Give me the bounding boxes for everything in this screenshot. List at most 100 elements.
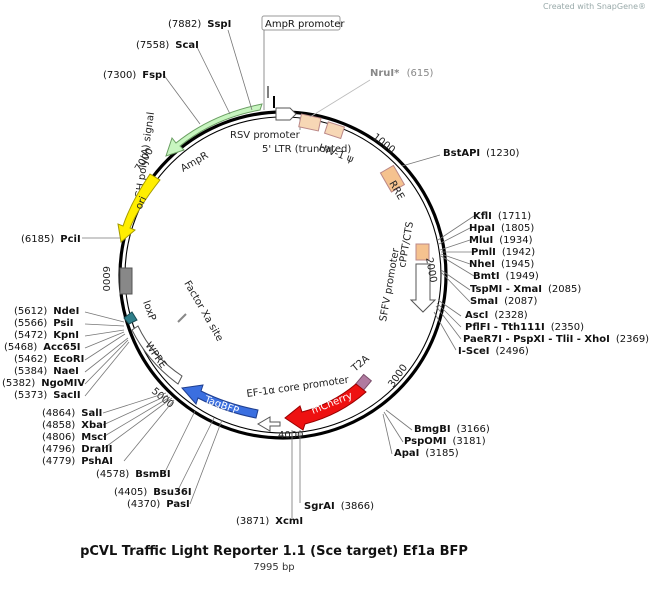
mlui-pos: (1934) — [499, 235, 532, 246]
svg-text:BmgBI(3166): BmgBI(3166) — [414, 424, 490, 435]
paer7i-name: PaeR7I - PspXI - TliI - XhoI — [463, 334, 610, 345]
ampr-promoter-box: AmpR promoter — [261, 15, 345, 110]
svg-text:(4779)PshAI: (4779)PshAI — [42, 456, 113, 467]
enzyme-nrui: NruI* (615) — [309, 68, 434, 118]
fspi-name: FspI — [142, 70, 166, 81]
enzyme-bstapi: BstAPI(1230) — [401, 148, 520, 167]
nhei-pos: (1945) — [501, 259, 534, 270]
svg-text:BstAPI(1230): BstAPI(1230) — [443, 148, 520, 159]
draiii-name: DraIII — [81, 444, 112, 455]
bmti-pos: (1949) — [506, 271, 539, 282]
svg-text:(5566)PsiI: (5566) PsiI — [14, 318, 74, 329]
cppt-label: cPPT/CTS — [397, 221, 416, 269]
scai-name: ScaI — [175, 40, 199, 51]
svg-text:(7300)FspI: (7300)FspI — [103, 70, 166, 81]
tick-7000: 7000 — [133, 146, 156, 173]
pcii-pos: (6185) — [21, 234, 54, 245]
nrui-pos: (615) — [407, 68, 434, 79]
ampr-label: AmpR — [179, 150, 210, 174]
enzyme-scai: (7558) ScaI — [136, 40, 231, 115]
bstapi-name: BstAPI — [443, 148, 480, 159]
factor-xa-label: Factor Xa site — [181, 279, 225, 343]
xcmi-name: XcmI — [275, 516, 303, 527]
svg-text:(4858)XbaI: (4858) XbaI — [42, 420, 107, 431]
svg-text:AscI(2328): AscI(2328) — [465, 310, 528, 321]
tagbfp-arrow — [181, 384, 259, 419]
svg-text:SgrAI(3866): SgrAI(3866) — [304, 501, 374, 512]
enzyme-pcii: (6185) PciI — [21, 234, 120, 245]
pasi-pos: (4370) — [127, 499, 160, 510]
iscei-name: I-SceI — [458, 346, 490, 357]
svg-text:(3871)XcmI: (3871) XcmI — [236, 516, 303, 527]
kfli-pos: (1711) — [498, 211, 531, 222]
sali-pos: (4864) — [42, 408, 75, 419]
enzyme-cluster-right-4: BmgBI(3166) PspOMI(3181) ApaI(3185) — [382, 409, 490, 459]
sspi-name: SspI — [207, 19, 231, 30]
iscei-pos: (2496) — [496, 346, 529, 357]
svg-text:(4405)Bsu36I: (4405)Bsu36I — [114, 487, 192, 498]
svg-text:(7558)ScaI: (7558) ScaI — [136, 40, 199, 51]
bgh-feature — [119, 267, 133, 295]
ndei-pos: (5612) — [14, 306, 47, 317]
plasmid-length: 7995 bp — [253, 562, 294, 573]
psii-name: PsiI — [53, 318, 73, 329]
svg-text:BmtI(1949): BmtI (1949) — [473, 271, 539, 282]
tick-4000: 4000 — [278, 430, 303, 441]
svg-text:NheI(1945): NheI (1945) — [469, 259, 534, 270]
bsu36i-name: Bsu36I — [153, 487, 191, 498]
kpni-pos: (5472) — [14, 330, 47, 341]
loxp-feature — [123, 311, 138, 325]
svg-text:(5382)NgoMIV: (5382) NgoMIV — [2, 378, 85, 389]
mlui-name: MluI — [469, 235, 493, 246]
xbai-pos: (4858) — [42, 420, 75, 431]
ori-arrow — [117, 173, 161, 243]
pmli-name: PmlI — [471, 247, 496, 258]
svg-text:PflFI - Tth111I(2350): PflFI - Tth111I (2350) — [465, 322, 584, 333]
sffv-label: SFFV promoter — [378, 247, 402, 323]
nrui-name: NruI* — [370, 68, 400, 79]
svg-text:PspOMI(3181): PspOMI(3181) — [404, 436, 486, 447]
scai-pos: (7558) — [136, 40, 169, 51]
bmti-name: BmtI — [473, 271, 500, 282]
enzyme-sspi: (7882)SspI — [168, 19, 253, 111]
svg-text:(6185)PciI: (6185) PciI — [21, 234, 81, 245]
pasi-name: PasI — [166, 499, 189, 510]
smai-pos: (2087) — [504, 296, 537, 307]
svg-text:(5468)Acc65I: (5468)Acc65I — [4, 342, 81, 353]
xbai-name: XbaI — [81, 420, 106, 431]
t2a-label: T2A — [349, 353, 372, 375]
pflfi-pos: (2350) — [551, 322, 584, 333]
pspomi-name: PspOMI — [404, 436, 446, 447]
svg-text:ApaI(3185): ApaI(3185) — [394, 448, 459, 459]
pcii-name: PciI — [60, 234, 80, 245]
kpni-name: KpnI — [53, 330, 79, 341]
tspmi-pos: (2085) — [548, 284, 581, 295]
svg-text:(4806)MscI: (4806)MscI — [42, 432, 107, 443]
tick-1000: 1000 — [370, 132, 397, 156]
asci-name: AscI — [465, 310, 488, 321]
svg-text:(5384)NaeI: (5384)NaeI — [14, 366, 79, 377]
enzyme-cluster-bottom-left: (4864) SalI (4858) XbaI (4806)MscI (4796)D… — [42, 392, 223, 510]
psii-pos: (5566) — [14, 318, 47, 329]
credit-text: Created with SnapGene® — [543, 2, 646, 11]
msci-pos: (4806) — [42, 432, 75, 443]
ngomiv-pos: (5382) — [2, 378, 35, 389]
tspmi-name: TspMI - XmaI — [470, 284, 542, 295]
ampr-promoter-label: AmpR promoter — [265, 19, 345, 30]
pflfi-name: PflFI - Tth111I — [465, 322, 545, 333]
bmgbi-pos: (3166) — [457, 424, 490, 435]
bsmbi-pos: (4578) — [96, 469, 129, 480]
mcherry-arrow — [284, 383, 367, 431]
sali-name: SalI — [81, 408, 102, 419]
bsmbi-name: BsmBI — [135, 469, 170, 480]
apai-pos: (3185) — [425, 448, 458, 459]
naei-pos: (5384) — [14, 366, 47, 377]
svg-text:TspMI - XmaI(2085): TspMI - XmaI (2085) — [470, 284, 581, 295]
ngomiv-name: NgoMIV — [41, 378, 85, 389]
xcmi-pos: (3871) — [236, 516, 269, 527]
svg-text:(5462)EcoRI: (5462)EcoRI — [14, 354, 84, 365]
svg-text:(4796)DraIII: (4796)DraIII — [42, 444, 112, 455]
svg-text:(4864)SalI: (4864) SalI — [42, 408, 102, 419]
nhei-name: NheI — [469, 259, 495, 270]
